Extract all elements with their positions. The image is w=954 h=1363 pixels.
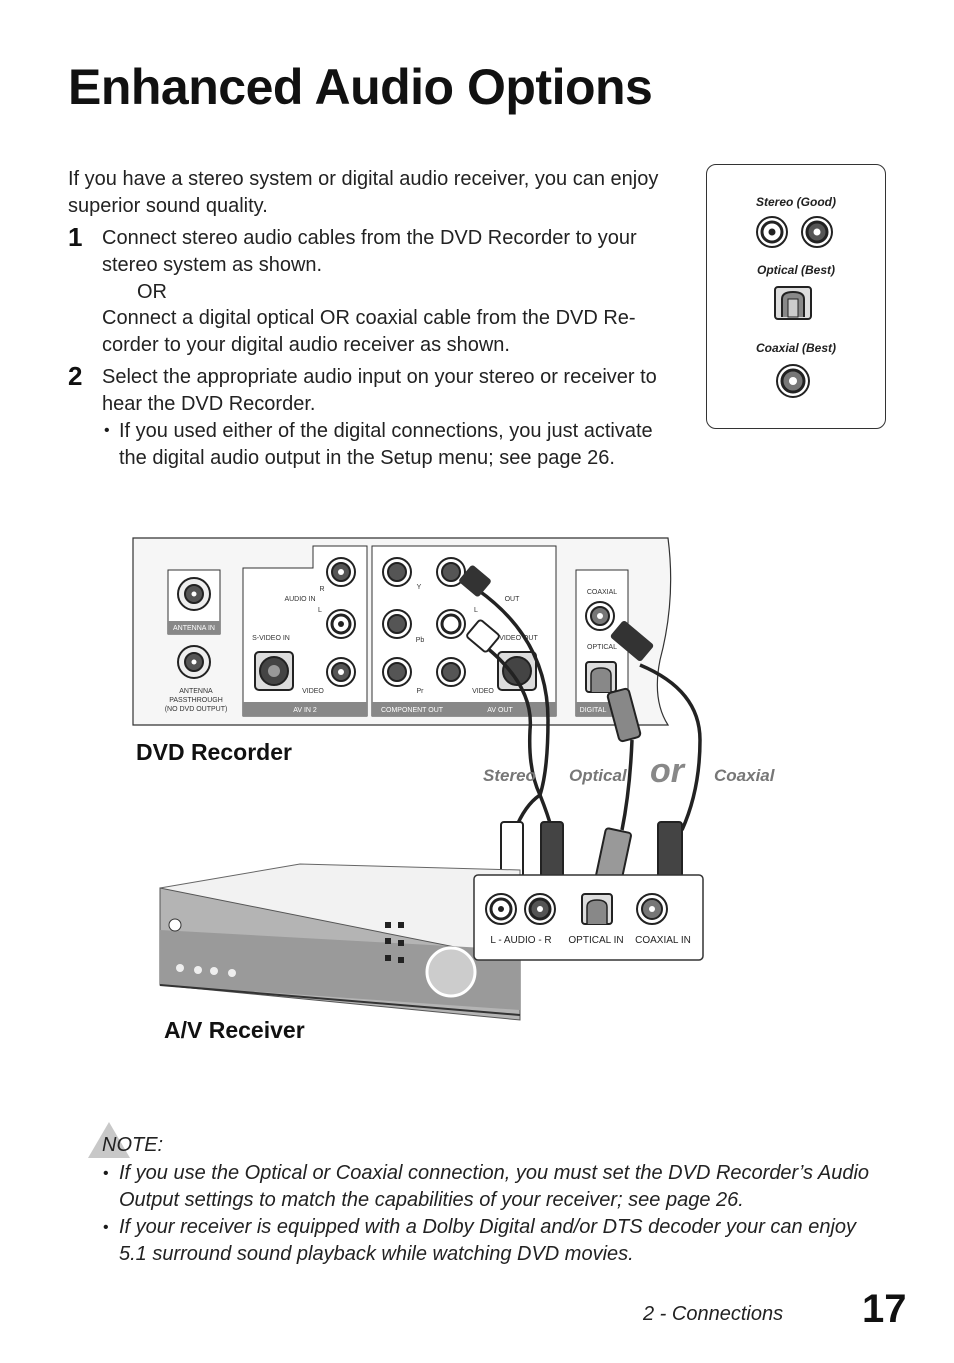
legend-coaxial-label: Coaxial (Best) [755,341,837,355]
av-out-label: AV OUT [487,707,513,714]
note-line: If you use the Optical or Coaxial connec… [119,1162,870,1184]
intro-line: If you have a stereo system or digital a… [68,168,659,190]
dvd-recorder-back-panel: ANTENNA IN ANTENNA PASSTHROUGH (NO DVD O… [132,537,672,726]
stereo-cable-label: Stereo [483,766,536,785]
av-in-2-label: AV IN 2 [293,707,317,714]
jack-label-y: Y [417,584,422,591]
svideo-out-label: S-VIDEO OUT [492,635,538,642]
step-number: 1 [68,222,83,252]
antenna-pass-label: PASSTHROUGH [169,697,223,704]
or-label: or [650,752,684,790]
note-line: If your receiver is equipped with a Dolb… [119,1216,857,1238]
note-heading: NOTE: [102,1134,164,1156]
note-line: Output settings to match the capabilitie… [119,1189,744,1211]
note-bullet: If you use the Optical or Coaxial connec… [119,1160,889,1214]
coaxial-cable [639,663,702,831]
component-out-label: COMPONENT OUT [381,707,444,714]
stereo-jacks-icon [756,216,833,248]
dvd-recorder-label: DVD Recorder [136,739,292,765]
stereo-cable [469,588,554,831]
intro-paragraph: If you have a stereo system or digital a… [68,166,708,220]
bullet-icon: • [103,1165,109,1182]
connection-legend: Stereo (Good) Optical (Best) Coaxial (Be… [706,164,886,429]
note-bullet: If your receiver is equipped with a Dolb… [119,1214,889,1268]
video-label: VIDEO [472,688,494,695]
bullet-line: If you used either of the digital connec… [119,420,653,442]
step-2-bullet: If you used either of the digital connec… [119,418,709,472]
optical-cable [620,739,634,831]
jack-label-pr: Pr [417,688,425,695]
page-title: Enhanced Audio Options [68,59,653,115]
coaxial-plug [610,620,654,662]
note-triangle-icon [88,1122,130,1158]
antenna-pass-label: (NO DVD OUTPUT) [165,706,228,713]
connection-diagram: ANTENNA IN ANTENNA PASSTHROUGH (NO DVD O… [132,537,704,1021]
legend-stereo-label: Stereo (Good) [756,195,836,209]
av-receiver [159,863,521,1021]
coaxial-label: COAXIAL [587,589,617,596]
step-number: 2 [68,361,83,391]
jack-label-r: R [319,586,324,593]
jack-label-l: L [318,607,322,614]
step-line: Connect stereo audio cables from the DVD… [102,227,637,249]
section-footer: 2 - Connections [643,1303,784,1325]
optical-plug [606,687,642,743]
optical-port-icon [774,286,812,320]
step-line: Connect a digital optical OR coaxial cab… [102,307,636,329]
page-number: 17 [862,1287,907,1331]
step-line: stereo system as shown. [102,254,323,276]
step-line: corder to your digital audio receiver as… [102,334,510,356]
bullet-line: the digital audio output in the Setup me… [119,447,615,469]
step-2-text: Select the appropriate audio input on yo… [102,364,702,418]
step-line: hear the DVD Recorder. [102,393,316,415]
note-line: 5.1 surround sound playback while watchi… [119,1243,634,1265]
step-line: OR [137,281,167,303]
audio-in-label: AUDIO IN [284,596,315,603]
step-1-text: Connect stereo audio cables from the DVD… [102,225,702,359]
step-line: Select the appropriate audio input on yo… [102,366,657,388]
intro-line: superior sound quality. [68,195,268,217]
jack-label-l: L [474,607,478,614]
optical-label: OPTICAL [587,644,617,651]
legend-optical-label: Optical (Best) [756,263,835,277]
jack-label-pb: Pb [416,637,425,644]
coaxial-cable-label: Coaxial [714,766,775,785]
coaxial-jack-icon [776,364,810,398]
receiver-coaxial-in-label: COAXIAL IN [635,935,691,946]
receiver-optical-in-label: OPTICAL IN [568,935,623,946]
receiver-audio-label: L - AUDIO - R [490,935,551,946]
antenna-in-label: ANTENNA IN [173,625,215,632]
svideo-in-label: S-VIDEO IN [252,635,290,642]
receiver-input-panel: L - AUDIO - R OPTICAL IN COAXIAL IN [473,874,704,961]
video-label: VIDEO [302,688,324,695]
antenna-pass-label: ANTENNA [179,688,213,695]
av-receiver-label: A/V Receiver [164,1017,305,1043]
stereo-plug [459,565,500,653]
digital-label: DIGITAL [580,707,607,714]
out-label: OUT [505,596,521,603]
bullet-icon: • [103,1219,109,1236]
optical-cable-label: Optical [569,766,627,785]
bullet-icon: • [104,422,110,439]
